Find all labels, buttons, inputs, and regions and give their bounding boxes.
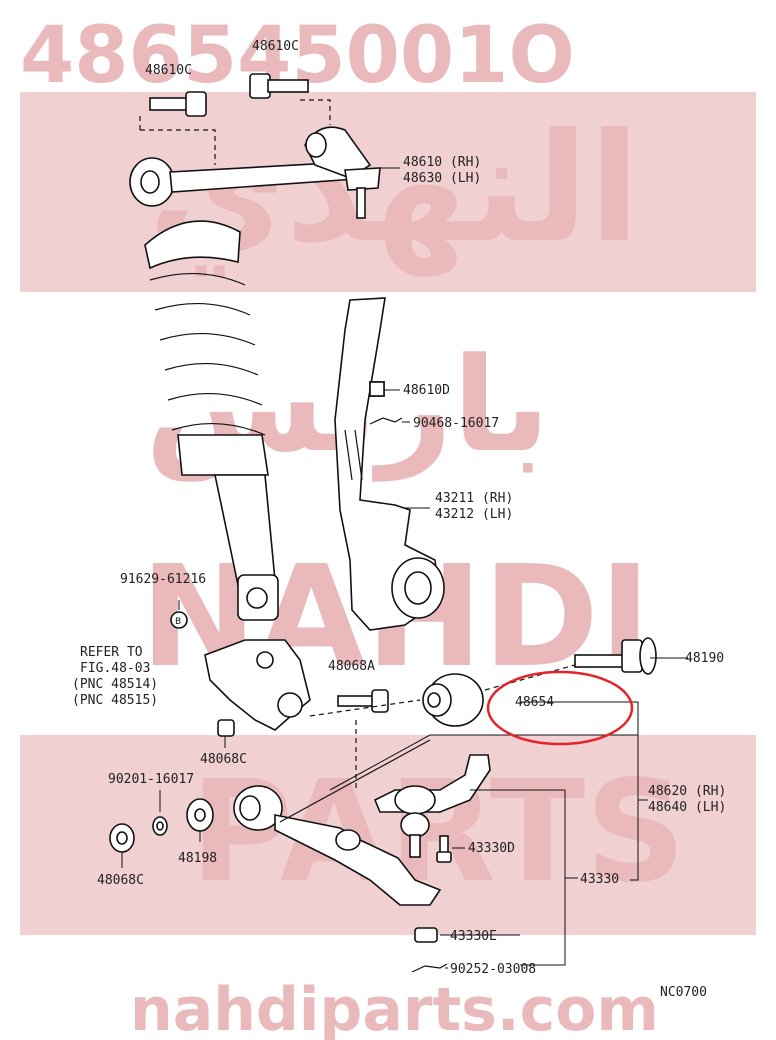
nut-48068c-mid xyxy=(217,719,235,737)
label-90468-16017: 90468-16017 xyxy=(413,416,499,431)
cam-plate-48198 xyxy=(186,798,214,832)
callout-labels: 48610C 48610C 48610 (RH) 48630 (LH) 4861… xyxy=(72,39,726,1000)
lower-control-arm xyxy=(233,739,442,906)
leader-lines xyxy=(121,167,688,969)
label-refer-1: REFER TO xyxy=(80,645,143,660)
bushing-48654 xyxy=(422,673,484,727)
watermark-band-bottom xyxy=(20,735,756,935)
bolt-48610c-left xyxy=(149,91,207,117)
lower-bracket xyxy=(204,639,311,731)
label-48610c-left: 48610C xyxy=(145,63,192,78)
upper-control-arm xyxy=(129,126,381,219)
watermark-site-url: nahdiparts.com xyxy=(130,975,659,1040)
diagram-code: NC0700 xyxy=(660,985,707,1000)
label-upper-arm-lh: 48630 (LH) xyxy=(403,171,481,186)
label-48068c-low: 48068C xyxy=(97,873,144,888)
label-lower-arm-lh: 48640 (LH) xyxy=(648,800,726,815)
label-48610d: 48610D xyxy=(403,383,450,398)
label-48198: 48198 xyxy=(178,851,217,866)
nut-48068c-low xyxy=(109,823,135,853)
bolt-91629-61216: B xyxy=(170,611,188,629)
label-knuckle-lh: 43212 (LH) xyxy=(435,507,513,522)
label-43330: 43330 xyxy=(580,872,619,887)
label-lower-arm-rh: 48620 (RH) xyxy=(648,784,726,799)
bolt-43330d xyxy=(436,835,452,863)
label-43330d: 43330D xyxy=(468,841,515,856)
label-90201-16017: 90201-16017 xyxy=(108,772,194,787)
label-refer-2: FIG.48-03 xyxy=(80,661,150,676)
label-91629-61216: 91629-61216 xyxy=(120,572,206,587)
label-upper-arm-rh: 48610 (RH) xyxy=(403,155,481,170)
ball-joint-43330 xyxy=(373,754,491,858)
highlight-ring-48654 xyxy=(486,670,634,746)
watermark-latin-2: PARTS xyxy=(190,751,686,914)
label-48654: 48654 xyxy=(515,695,554,710)
label-refer-4: (PNC 48515) xyxy=(72,693,158,708)
label-48610c-right: 48610C xyxy=(252,39,299,54)
shock-absorber-coil-spring xyxy=(144,220,279,621)
label-knuckle-rh: 43211 (RH) xyxy=(435,491,513,506)
label-refer-3: (PNC 48514) xyxy=(72,677,158,692)
parts-drawing: B xyxy=(109,73,657,973)
bolt-48190 xyxy=(574,637,657,675)
label-48068c-mid: 48068C xyxy=(200,752,247,767)
bushing-48610d xyxy=(369,381,385,397)
label-43330e: 43330E xyxy=(450,929,497,944)
label-48068a: 48068A xyxy=(328,659,375,674)
label-48190: 48190 xyxy=(685,651,724,666)
cotter-pin-90468-16017 xyxy=(369,417,403,425)
steering-knuckle xyxy=(334,297,445,631)
bolt-48610c-right xyxy=(249,73,309,99)
cotter-pin-90252-03008 xyxy=(411,963,448,973)
washer-90201-16017 xyxy=(152,816,168,836)
nut-43330e xyxy=(414,927,438,943)
label-90252-03008: 90252-03008 xyxy=(450,962,536,977)
svg-text:B: B xyxy=(175,617,181,627)
